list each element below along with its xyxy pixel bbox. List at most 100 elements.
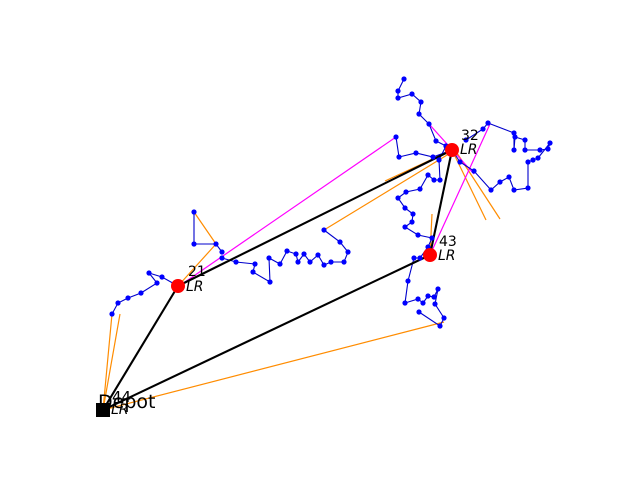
walk-node (402, 300, 408, 306)
walk-node (395, 95, 401, 101)
walk-node (431, 177, 437, 183)
walk-node (345, 249, 351, 255)
walk-node (430, 154, 436, 160)
walk-node (522, 147, 528, 153)
black-route (102, 149, 454, 411)
walk-node (530, 157, 536, 163)
walk-node (266, 255, 272, 261)
link-depot-left-walk (102, 313, 113, 411)
walk-node (219, 255, 225, 261)
link-depot-right-walk (102, 321, 445, 411)
walk-node (506, 174, 512, 180)
link-depot-left-walk-2 (102, 313, 121, 411)
hub-43-marker (423, 248, 437, 262)
walk-node (497, 179, 503, 185)
hub-21-tag-label: LR (186, 279, 204, 295)
hub-21-marker (171, 279, 185, 293)
walk-node (138, 290, 144, 296)
walk-node (395, 88, 401, 94)
route-hub21-hub32 (177, 149, 453, 287)
walk-node (480, 126, 486, 132)
route-hub43-depot (102, 254, 431, 411)
walk-central (397, 145, 447, 327)
walk-node (471, 168, 477, 174)
depot-number-label: 44 (112, 388, 131, 406)
walk-node (511, 130, 517, 136)
walk-node (457, 159, 463, 165)
link-mid-walk (323, 151, 453, 231)
walk-node (115, 300, 121, 306)
walk-node (405, 278, 411, 284)
walk-node (417, 255, 423, 261)
walk-node (395, 195, 401, 201)
walk-node (417, 186, 423, 192)
depot-marker (96, 403, 110, 417)
walk-node (213, 241, 219, 247)
walk-node (485, 120, 491, 126)
walk-node (512, 134, 518, 140)
depot-name-label: Depot (98, 391, 155, 413)
walk-node (418, 99, 424, 105)
hub-43-number-label: 43 (439, 234, 457, 250)
walk-node (463, 137, 469, 143)
walk-node (396, 154, 402, 160)
walk-node (436, 157, 442, 163)
walk-node (337, 239, 343, 245)
walk-node (437, 323, 443, 329)
walk-node (416, 309, 422, 315)
depot-tag-label: LR (111, 402, 129, 418)
walk-node (154, 280, 160, 286)
walk-node (410, 211, 416, 217)
magenta-link-hub32-hub43 (429, 123, 491, 256)
walk-node (159, 274, 165, 280)
walk-node (307, 259, 313, 265)
walk-left (111, 271, 179, 315)
walk-node (437, 177, 443, 183)
walk-node (431, 294, 437, 300)
hub-32-marker (445, 143, 459, 157)
walk-node (109, 311, 115, 317)
walk-right-cluster (451, 122, 551, 191)
walk-node (411, 255, 417, 261)
walk-node (233, 259, 239, 265)
walk-node (426, 121, 432, 127)
walk-node (525, 185, 531, 191)
walk-node (429, 235, 435, 241)
walk-node (488, 187, 494, 193)
walk-node (252, 261, 258, 267)
hub-32-tag-label: LR (460, 142, 478, 158)
link-hub21-walk (177, 243, 217, 287)
walk-node (267, 279, 273, 285)
walk-node (425, 293, 431, 299)
walk-node (315, 252, 321, 258)
walk-node (295, 259, 301, 265)
walk-node (277, 261, 283, 267)
walk-node (537, 147, 543, 153)
walk-node (328, 259, 334, 265)
walk-node (219, 249, 225, 255)
walk-node (401, 76, 407, 82)
walk-node (425, 172, 431, 178)
walk-node (535, 155, 541, 161)
hub-21-number-label: 21 (188, 264, 206, 280)
walk-node (435, 286, 441, 292)
walk-node (432, 301, 438, 307)
link-hub32-right-walk (451, 149, 487, 221)
walk-node (125, 295, 131, 301)
walk-node (511, 147, 517, 153)
walk-node (301, 251, 307, 257)
walk-node (191, 209, 197, 215)
walk-node (321, 262, 327, 268)
walk-node (409, 219, 415, 225)
hub-43-tag-label: LR (438, 248, 456, 264)
walk-node (545, 146, 551, 152)
walk-upper-left (193, 212, 223, 253)
walk-node (293, 251, 299, 257)
route-depot-hub21 (102, 285, 179, 411)
link-upper-left-walk (193, 211, 217, 245)
walk-node (341, 259, 347, 265)
walk-node (402, 224, 408, 230)
walk-node (415, 232, 421, 238)
walk-node (433, 138, 439, 144)
